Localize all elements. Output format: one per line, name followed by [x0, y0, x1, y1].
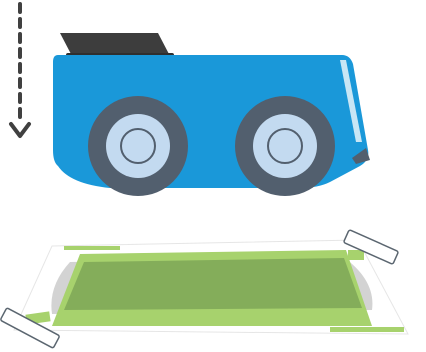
mat-dark-pad — [64, 258, 362, 310]
dashed-down-arrow-icon — [11, 4, 29, 136]
parking-mat-icon — [0, 230, 408, 349]
rear-wheel — [88, 96, 188, 196]
vehicle-roof — [60, 33, 170, 56]
front-wheel — [235, 96, 335, 196]
vehicle-icon — [53, 33, 370, 196]
